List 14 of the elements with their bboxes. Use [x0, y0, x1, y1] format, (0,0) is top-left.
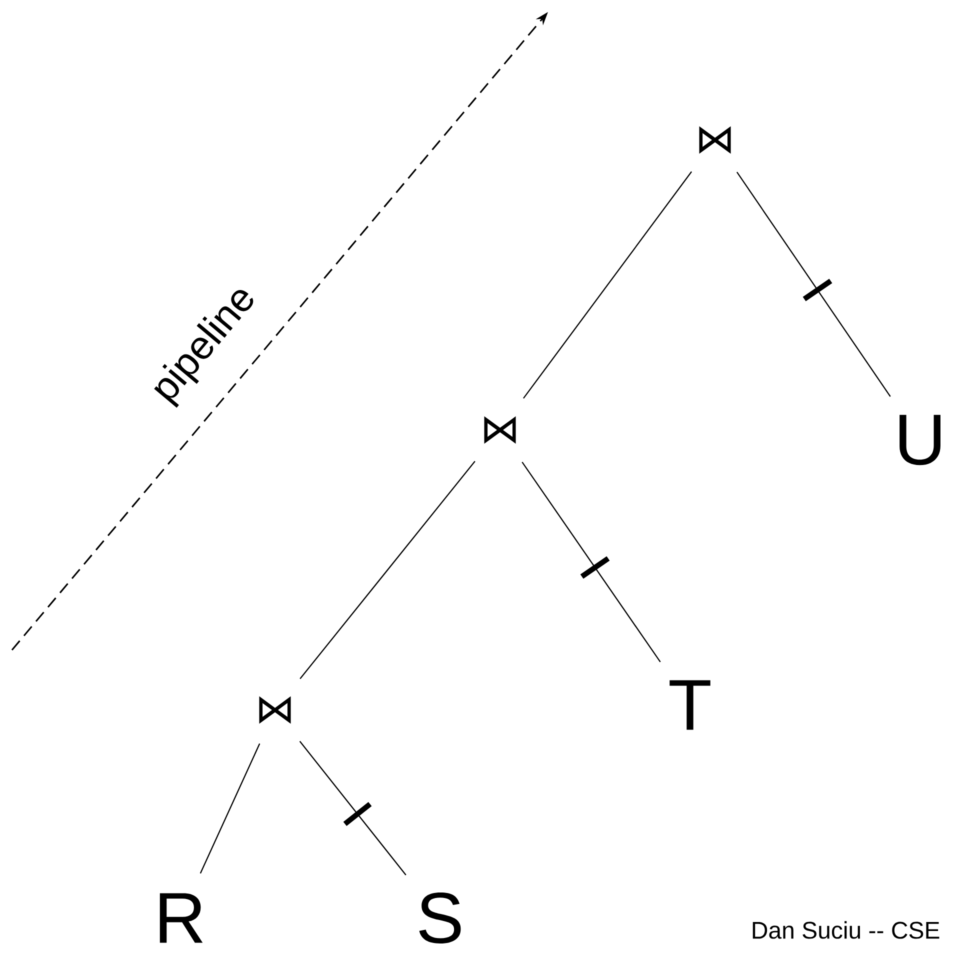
tree-edge [736, 172, 891, 397]
relation-label: T [670, 680, 710, 730]
tree-edge [299, 740, 406, 876]
tree-edge [200, 743, 260, 874]
relation-label: S [419, 892, 461, 944]
join-symbol: ⋈ [484, 416, 516, 444]
footer-text: Dan Suciu -- CSE [752, 921, 940, 939]
relation-label: R [160, 893, 203, 943]
tree-edge [522, 462, 661, 662]
tree-edge [523, 171, 692, 399]
join-symbol: ⋈ [699, 126, 731, 154]
join-symbol: ⋈ [259, 696, 291, 724]
relation-label: U [900, 414, 940, 466]
tree-edge [300, 460, 476, 680]
